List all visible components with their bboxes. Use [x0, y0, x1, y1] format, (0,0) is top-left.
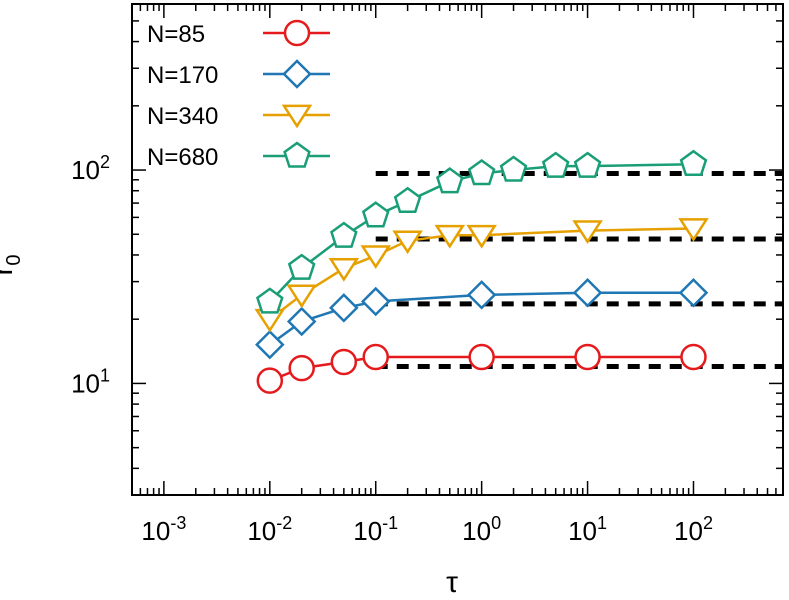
- plot-frame: [131, 3, 784, 496]
- data-point-s2-1: [255, 329, 285, 360]
- y-tick-label: 102: [71, 152, 110, 185]
- data-point-s3-9: [678, 218, 709, 242]
- x-tick-label: 102: [674, 513, 713, 546]
- data-point-s3-6: [434, 224, 466, 249]
- legend-marker: [282, 59, 312, 89]
- data-point-s4-9: [541, 151, 570, 178]
- data-point-s4-5: [393, 186, 422, 214]
- legend-label: N=85: [147, 21, 205, 48]
- data-point-s4-10: [573, 151, 602, 178]
- data-point-s4-6: [435, 167, 464, 194]
- data-point-s3-2: [286, 284, 317, 309]
- legend-marker: [281, 104, 313, 129]
- x-axis-label: τ: [446, 566, 458, 599]
- data-point-s3-4: [360, 245, 392, 270]
- data-point-s1-4: [362, 343, 389, 371]
- data-point-s3-5: [392, 230, 423, 255]
- x-tick-label: 10-2: [247, 513, 292, 546]
- data-point-s4-3: [330, 221, 358, 248]
- data-point-s2-3: [329, 293, 359, 323]
- data-point-s2-5: [466, 280, 497, 310]
- x-tick-label: 101: [568, 513, 607, 546]
- data-point-s4-2: [287, 253, 316, 280]
- data-point-s1-1: [256, 367, 284, 394]
- data-point-s2-2: [286, 306, 317, 337]
- data-point-s2-6: [572, 277, 603, 308]
- data-point-s4-1: [255, 287, 284, 314]
- data-point-s1-5: [468, 343, 495, 371]
- legend-marker: [283, 141, 311, 168]
- data-point-s2-4: [360, 286, 391, 317]
- plot-area: [254, 149, 783, 394]
- data-point-s3-3: [328, 258, 360, 282]
- data-point-s1-3: [330, 348, 358, 376]
- data-point-s3-7: [466, 224, 497, 249]
- data-point-s3-8: [572, 220, 603, 244]
- y-tick-label: 101: [71, 365, 110, 398]
- x-tick-label: 10-3: [141, 513, 186, 546]
- data-point-s4-11: [679, 149, 708, 176]
- axis-ticks: 10-3 10-2 10-1 100 101 102 101 102: [71, 3, 784, 546]
- data-point-s2-7: [678, 277, 709, 308]
- x-tick-label: 100: [462, 513, 501, 546]
- legend-label: N=340: [147, 103, 218, 130]
- y-axis-label: r0: [0, 254, 25, 275]
- data-point-s1-7: [680, 343, 707, 371]
- legend-label: N=680: [147, 144, 218, 171]
- legend-label: N=170: [147, 62, 218, 89]
- legend-marker: [283, 19, 311, 47]
- data-point-s4-4: [361, 201, 390, 228]
- data-point-s1-2: [288, 354, 315, 382]
- x-tick-label: 10-1: [353, 513, 398, 546]
- data-point-s4-7: [467, 158, 496, 186]
- data-point-s1-6: [574, 343, 601, 371]
- data-point-s4-8: [499, 155, 528, 182]
